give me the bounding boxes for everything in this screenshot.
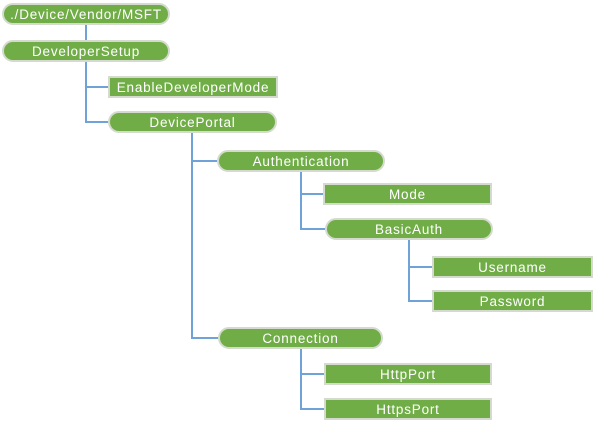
node-mode: Mode xyxy=(323,183,492,205)
connector-to-mode xyxy=(302,193,323,195)
node-password: Password xyxy=(432,290,593,312)
connector-developersetup-trunk xyxy=(85,62,87,123)
node-authentication: Authentication xyxy=(217,150,385,172)
connector-deviceportal-trunk xyxy=(191,133,193,339)
connector-to-connection xyxy=(193,337,218,339)
node-enabledevelopermode: EnableDeveloperMode xyxy=(108,76,278,98)
connector-to-httpport xyxy=(302,373,324,375)
connector-to-enabledevelopermode xyxy=(87,86,108,88)
connector-to-password xyxy=(410,300,432,302)
node-username: Username xyxy=(432,256,593,278)
connector-to-username xyxy=(410,266,432,268)
node-connection: Connection xyxy=(218,327,383,349)
node-basicauth: BasicAuth xyxy=(325,218,493,240)
connector-authentication-trunk xyxy=(300,172,302,230)
connector-connection-trunk xyxy=(300,349,302,410)
connector-msft-developersetup xyxy=(85,25,87,41)
connector-to-httpsport xyxy=(302,408,324,410)
connector-to-deviceportal xyxy=(87,121,108,123)
node-developersetup: DeveloperSetup xyxy=(2,40,170,62)
connector-basicauth-trunk xyxy=(408,240,410,302)
node-deviceportal: DevicePortal xyxy=(108,111,277,133)
node-httpport: HttpPort xyxy=(324,363,492,385)
connector-to-authentication xyxy=(193,160,217,162)
node-device-vendor-msft: ./Device/Vendor/MSFT xyxy=(2,3,170,25)
connector-to-basicauth xyxy=(302,228,325,230)
node-httpsport: HttpsPort xyxy=(324,398,492,420)
